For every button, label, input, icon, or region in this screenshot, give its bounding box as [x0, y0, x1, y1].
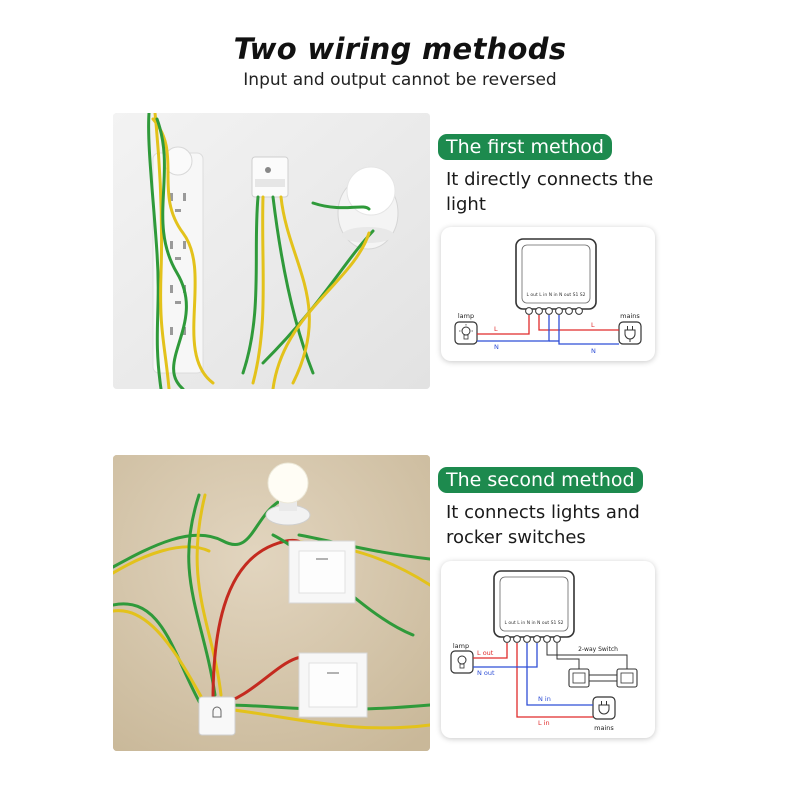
- lamp-label: lamp: [453, 642, 469, 650]
- terminal-labels: L out L in N in N out S1 S2: [526, 292, 585, 298]
- rocker-switch-top: [288, 540, 356, 604]
- live-wire: [473, 643, 593, 718]
- photo-second-method: [113, 455, 430, 751]
- wire-label-n: N: [494, 343, 499, 351]
- page-title: Two wiring methods: [233, 32, 567, 66]
- wire-label-n-out: N out: [477, 669, 495, 677]
- terminal-labels: L out L in N in N out S1 S2: [504, 620, 563, 626]
- wire-label-l: L: [494, 325, 498, 333]
- bulb: [265, 462, 311, 526]
- switch-wires: [546, 643, 628, 682]
- mains-label: mains: [594, 724, 614, 732]
- page-subtitle: Input and output cannot be reversed: [243, 70, 557, 90]
- small-module: [198, 696, 236, 736]
- photo-first-method: [113, 113, 430, 389]
- wire-label-l-in: L in: [538, 719, 550, 727]
- second-method-wiring-diagram: L out L in N in N out S1 S2 lamp 2-way S…: [441, 561, 655, 738]
- second-method-badge: The second method: [438, 467, 643, 493]
- two-way-switch-icon: [568, 668, 638, 688]
- mains-plug-icon: [592, 696, 616, 720]
- neutral-wire: [473, 643, 593, 706]
- wire-label-n-right: N: [591, 347, 596, 355]
- wire-label-n-in: N in: [538, 695, 551, 703]
- neutral-wire: [477, 315, 619, 345]
- lamp-icon: [454, 321, 478, 345]
- power-strip: [152, 146, 204, 374]
- wire-label-l-out: L out: [477, 649, 494, 657]
- lamp-icon: [450, 650, 474, 674]
- first-method-wiring-diagram: L out L in N in N out S1 S2 lamp mains: [441, 227, 655, 361]
- rocker-switch-bottom: [298, 652, 368, 718]
- lamp-label: lamp: [458, 312, 474, 320]
- switch-label: 2-way Switch: [578, 646, 618, 653]
- first-method-badge: The first method: [438, 134, 612, 160]
- first-method-description: It directly connects the light: [446, 169, 654, 215]
- second-method-description: It connects lights and rocker switches: [446, 502, 640, 548]
- wire-label-l-right: L: [591, 321, 595, 329]
- mains-plug-icon: [618, 321, 642, 345]
- live-wire: [477, 315, 619, 335]
- smart-switch-module: [251, 156, 289, 198]
- mains-label: mains: [620, 312, 640, 320]
